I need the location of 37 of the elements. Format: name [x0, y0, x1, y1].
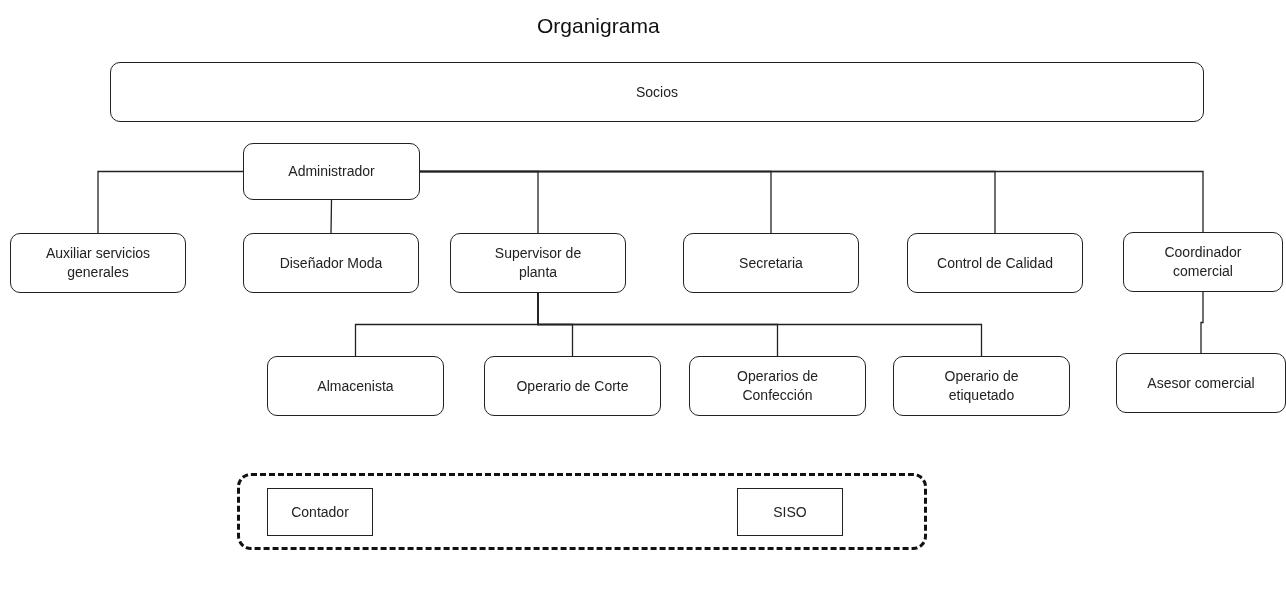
position-title: Almacenista	[317, 376, 394, 396]
position-title: Diseñador Moda	[279, 253, 383, 273]
position-box	[689, 356, 866, 416]
position-box	[484, 356, 661, 416]
connector-line	[97, 170, 244, 234]
position-box	[10, 233, 186, 293]
position-box	[907, 233, 1083, 293]
position-title: Coordinador comercial	[1163, 243, 1243, 281]
position-title: Secretaria	[739, 253, 803, 273]
position-box	[1116, 353, 1286, 413]
connector-line	[537, 292, 983, 357]
position-title: Asesor comercial	[1147, 373, 1255, 393]
position-title: Socios	[636, 82, 678, 102]
position-title: SISO	[773, 502, 807, 522]
position-box	[450, 233, 626, 293]
position-box	[243, 233, 419, 293]
position-title: Operarios de Confección	[736, 367, 819, 405]
position-box	[243, 143, 420, 200]
position-box	[1123, 232, 1283, 292]
position-title: Control de Calidad	[937, 253, 1053, 273]
position-title: Operario de etiquetado	[943, 367, 1020, 405]
position-box	[893, 356, 1070, 416]
chart-title: Organigrama	[537, 14, 660, 38]
position-title: Auxiliar servicios generales	[44, 244, 152, 282]
position-box	[683, 233, 859, 293]
connector-line	[330, 199, 333, 234]
role-box	[737, 488, 843, 536]
dashed-group-frame	[237, 473, 927, 550]
role-box	[267, 488, 373, 536]
position-title: Contador	[291, 502, 349, 522]
position-title: Supervisor de planta	[493, 244, 583, 282]
position-title: Administrador	[288, 162, 375, 181]
position-box	[110, 62, 1204, 122]
connector-line	[1200, 291, 1204, 354]
connector-line	[419, 170, 1204, 233]
position-box	[267, 356, 444, 416]
position-title: Operario de Corte	[516, 376, 629, 396]
